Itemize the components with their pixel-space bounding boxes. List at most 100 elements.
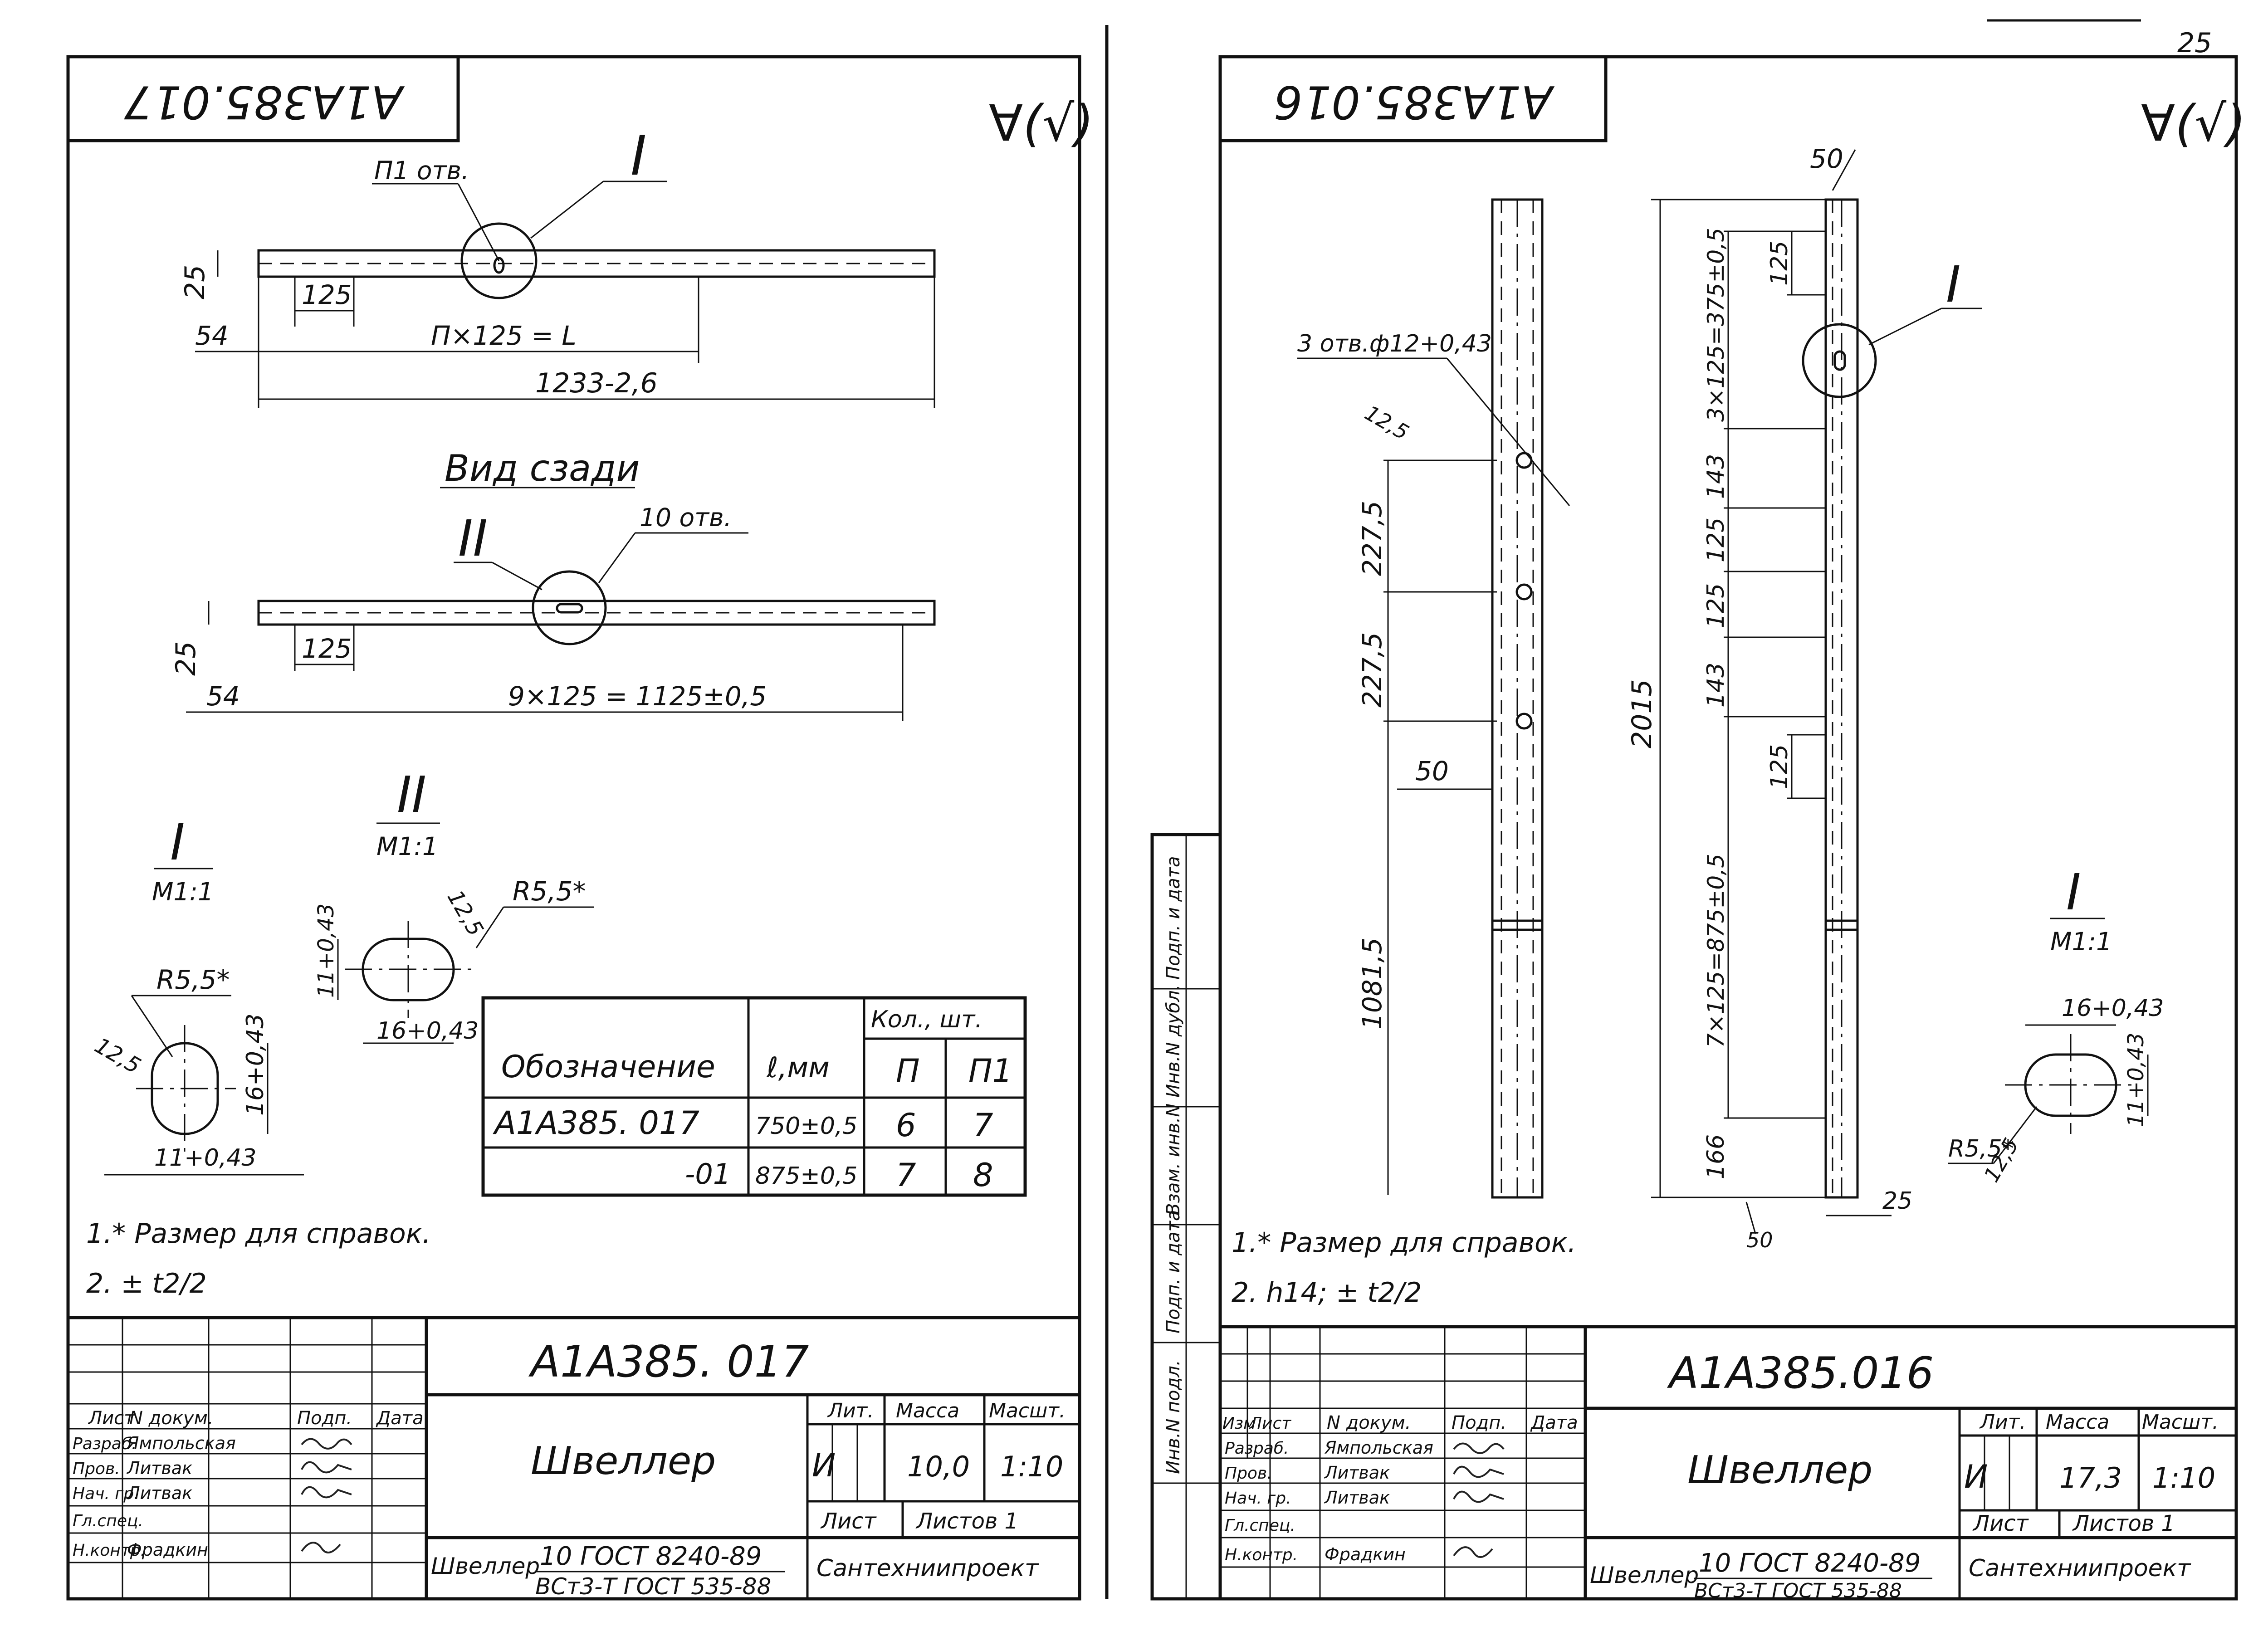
left-table-row-2-designation: -01 (685, 1157, 731, 1191)
left-roughness-symbol: ∀(√) (989, 94, 1094, 152)
left-tb-frame (66, 1316, 1081, 1601)
right-tb-name-1: Ямпольская (1324, 1438, 1433, 1458)
right-detail-radius: R5,5* (1948, 1135, 2014, 1162)
left-table-row-1-n1: 7 (973, 1107, 993, 1144)
left-tb-signature-1 (301, 1438, 352, 1450)
left-table-qty-header: Кол., шт. (871, 1006, 982, 1033)
right-title-block: Изм Лист N докум. Подп. Дата Разраб. Ямп… (1218, 1325, 2238, 1602)
left-tb-mass: 10,0 (907, 1450, 970, 1483)
left-detail-1-height: 16+0,43 (242, 1013, 269, 1116)
right-tb-lit: И (1964, 1458, 1988, 1495)
right-stamp-code: А1А385.016 (1274, 76, 1555, 129)
right-tb-material-prefix: Швеллер (1590, 1562, 1699, 1588)
left-detail-2-radius: R5,5* (513, 876, 586, 907)
left-top-holes-note: П1 отв. (374, 156, 469, 185)
right-tb-role-1: Разраб. (1225, 1439, 1289, 1458)
left-rear-view: Вид сзади 10 отв. II 25 125 54 9×125 = 1… (170, 447, 936, 721)
page-number: 25 (2177, 27, 2212, 59)
right-tb-role-5: Н.контр. (1225, 1546, 1298, 1564)
left-detail-1-width: 11+0,43 (154, 1144, 257, 1172)
left-rear-holes-leader (598, 532, 636, 583)
left-detail-2-width: 16+0,43 (376, 1017, 479, 1045)
right-note-1: 1.* Размер для справок. (1232, 1227, 1576, 1259)
right-side-stamp-3: Взам. инв.N (1163, 1104, 1184, 1216)
left-table-col-designation: Обозначение (501, 1049, 715, 1085)
left-tb-lit: И (812, 1447, 836, 1484)
right-side-callout: I (1946, 255, 1960, 313)
right-side-stamp-1: Подп. и дата (1163, 856, 1184, 980)
left-tb-scale-header: Масшт. (989, 1399, 1066, 1422)
left-rear-title: Вид сзади (445, 447, 640, 489)
right-bottom-roughness: 50 (1746, 1228, 1773, 1252)
left-tb-name-5: Фрадкин (127, 1540, 208, 1560)
right-tb-sheet: Лист (1972, 1511, 2029, 1536)
right-holes-leader (1446, 358, 1570, 506)
right-side-slot (1833, 350, 1846, 371)
left-table-col-n: П (896, 1052, 920, 1089)
right-tb-signature-2 (1453, 1465, 1504, 1478)
left-rear-dim-offset: 54 (206, 681, 240, 712)
right-tb-col-sheet: Лист (1249, 1414, 1291, 1433)
right-dim-left-4: 50 (1415, 756, 1449, 786)
right-dim-right-3: 143 (1702, 454, 1730, 499)
right-dim-right-4: 125 (1702, 518, 1730, 562)
right-front-hole-2 (1515, 583, 1533, 601)
right-tb-signature-1 (1453, 1442, 1505, 1454)
left-tb-role-2: Пров. (73, 1460, 120, 1478)
right-dim-right-10: 166 (1702, 1134, 1730, 1179)
left-tb-signature-5 (301, 1542, 341, 1553)
left-tb-material-bottom: ВСт3-Т ГОСТ 535-88 (535, 1573, 771, 1600)
right-dim-right-2: 3×125=375±0,5 (1703, 228, 1729, 422)
right-bottom-rough-leader (1745, 1201, 1756, 1234)
left-detail-1-radius-leader (131, 995, 173, 1057)
right-holes-note: 3 отв.ф12+0,43 (1297, 330, 1492, 357)
left-table-row-1-n: 6 (896, 1107, 916, 1144)
right-tb-org: Сантехниипроект (1969, 1555, 2191, 1582)
left-detail-1-radius: R5,5* (156, 964, 230, 995)
left-tb-name: Швеллер (531, 1439, 716, 1484)
left-detail-1-scale: М1:1 (152, 877, 214, 906)
right-stamp-box (1218, 55, 1608, 142)
right-dim-right-1: 125 (1766, 241, 1793, 286)
left-tb-scale: 1:10 (1000, 1450, 1063, 1483)
left-rear-dim-step: 125 (302, 633, 352, 664)
left-table-row-2-length: 875±0,5 (755, 1162, 858, 1190)
right-side-detail-circle (1802, 323, 1877, 398)
right-top-rough-leader (1832, 149, 1856, 191)
left-top-dim-offset: 54 (195, 320, 229, 351)
left-note-2: 2. ± t2/2 (86, 1268, 207, 1299)
left-rear-holes-note: 10 отв. (640, 503, 732, 532)
right-detail-scale: М1:1 (2050, 927, 2112, 956)
right-tb-mass: 17,3 (2059, 1461, 2122, 1494)
right-tb-name-3: Литвак (1324, 1488, 1390, 1508)
left-tb-name-3: Литвак (126, 1483, 192, 1503)
left-detail-2-roughness: 12,5 (442, 886, 489, 941)
right-tb-mass-header: Масса (2046, 1411, 2109, 1434)
left-top-callout-leader (530, 181, 604, 239)
left-tb-mass-header: Масса (896, 1399, 959, 1422)
left-top-dim-pattern: П×125 = L (431, 320, 577, 351)
left-detail-2-radius-leader (475, 907, 504, 948)
left-table-col-length: ℓ,мм (766, 1051, 830, 1084)
right-front-hole-1 (1515, 452, 1533, 469)
right-tb-frame (1218, 1325, 2238, 1601)
left-rear-callout: II (458, 509, 488, 567)
right-tb-material-top: 10 ГОСТ 8240-89 (1699, 1548, 1921, 1578)
left-rear-slot (556, 603, 583, 614)
left-tb-role-3: Нач. гр. (73, 1485, 139, 1503)
left-detail-1: I М1:1 R5,5* 12,5 16+0,43 11+0,43 (90, 813, 304, 1176)
right-tb-name-2: Литвак (1324, 1463, 1390, 1483)
left-tb-org: Сантехниипроект (816, 1555, 1039, 1582)
right-dim-left-3: 1081,5 (1357, 938, 1388, 1030)
right-detail-radius-leader (1993, 1106, 2038, 1164)
left-rear-callout-leader (492, 562, 543, 591)
right-tb-scale: 1:10 (2152, 1461, 2215, 1494)
left-tb-material-prefix: Швеллер (431, 1553, 540, 1579)
left-detail-2: II М1:1 R5,5* 12,5 11+0,43 16+0,43 (313, 766, 594, 1045)
left-tb-col-sign: Подп. (297, 1408, 352, 1429)
left-stamp-code: А1А385.017 (124, 76, 405, 129)
left-top-view: П1 отв. I 25 125 54 П×125 = L 1233-2,6 (179, 125, 936, 408)
right-detail-width: 16+0,43 (2062, 995, 2164, 1022)
right-tb-lit-header: Лит. (1979, 1411, 2026, 1434)
